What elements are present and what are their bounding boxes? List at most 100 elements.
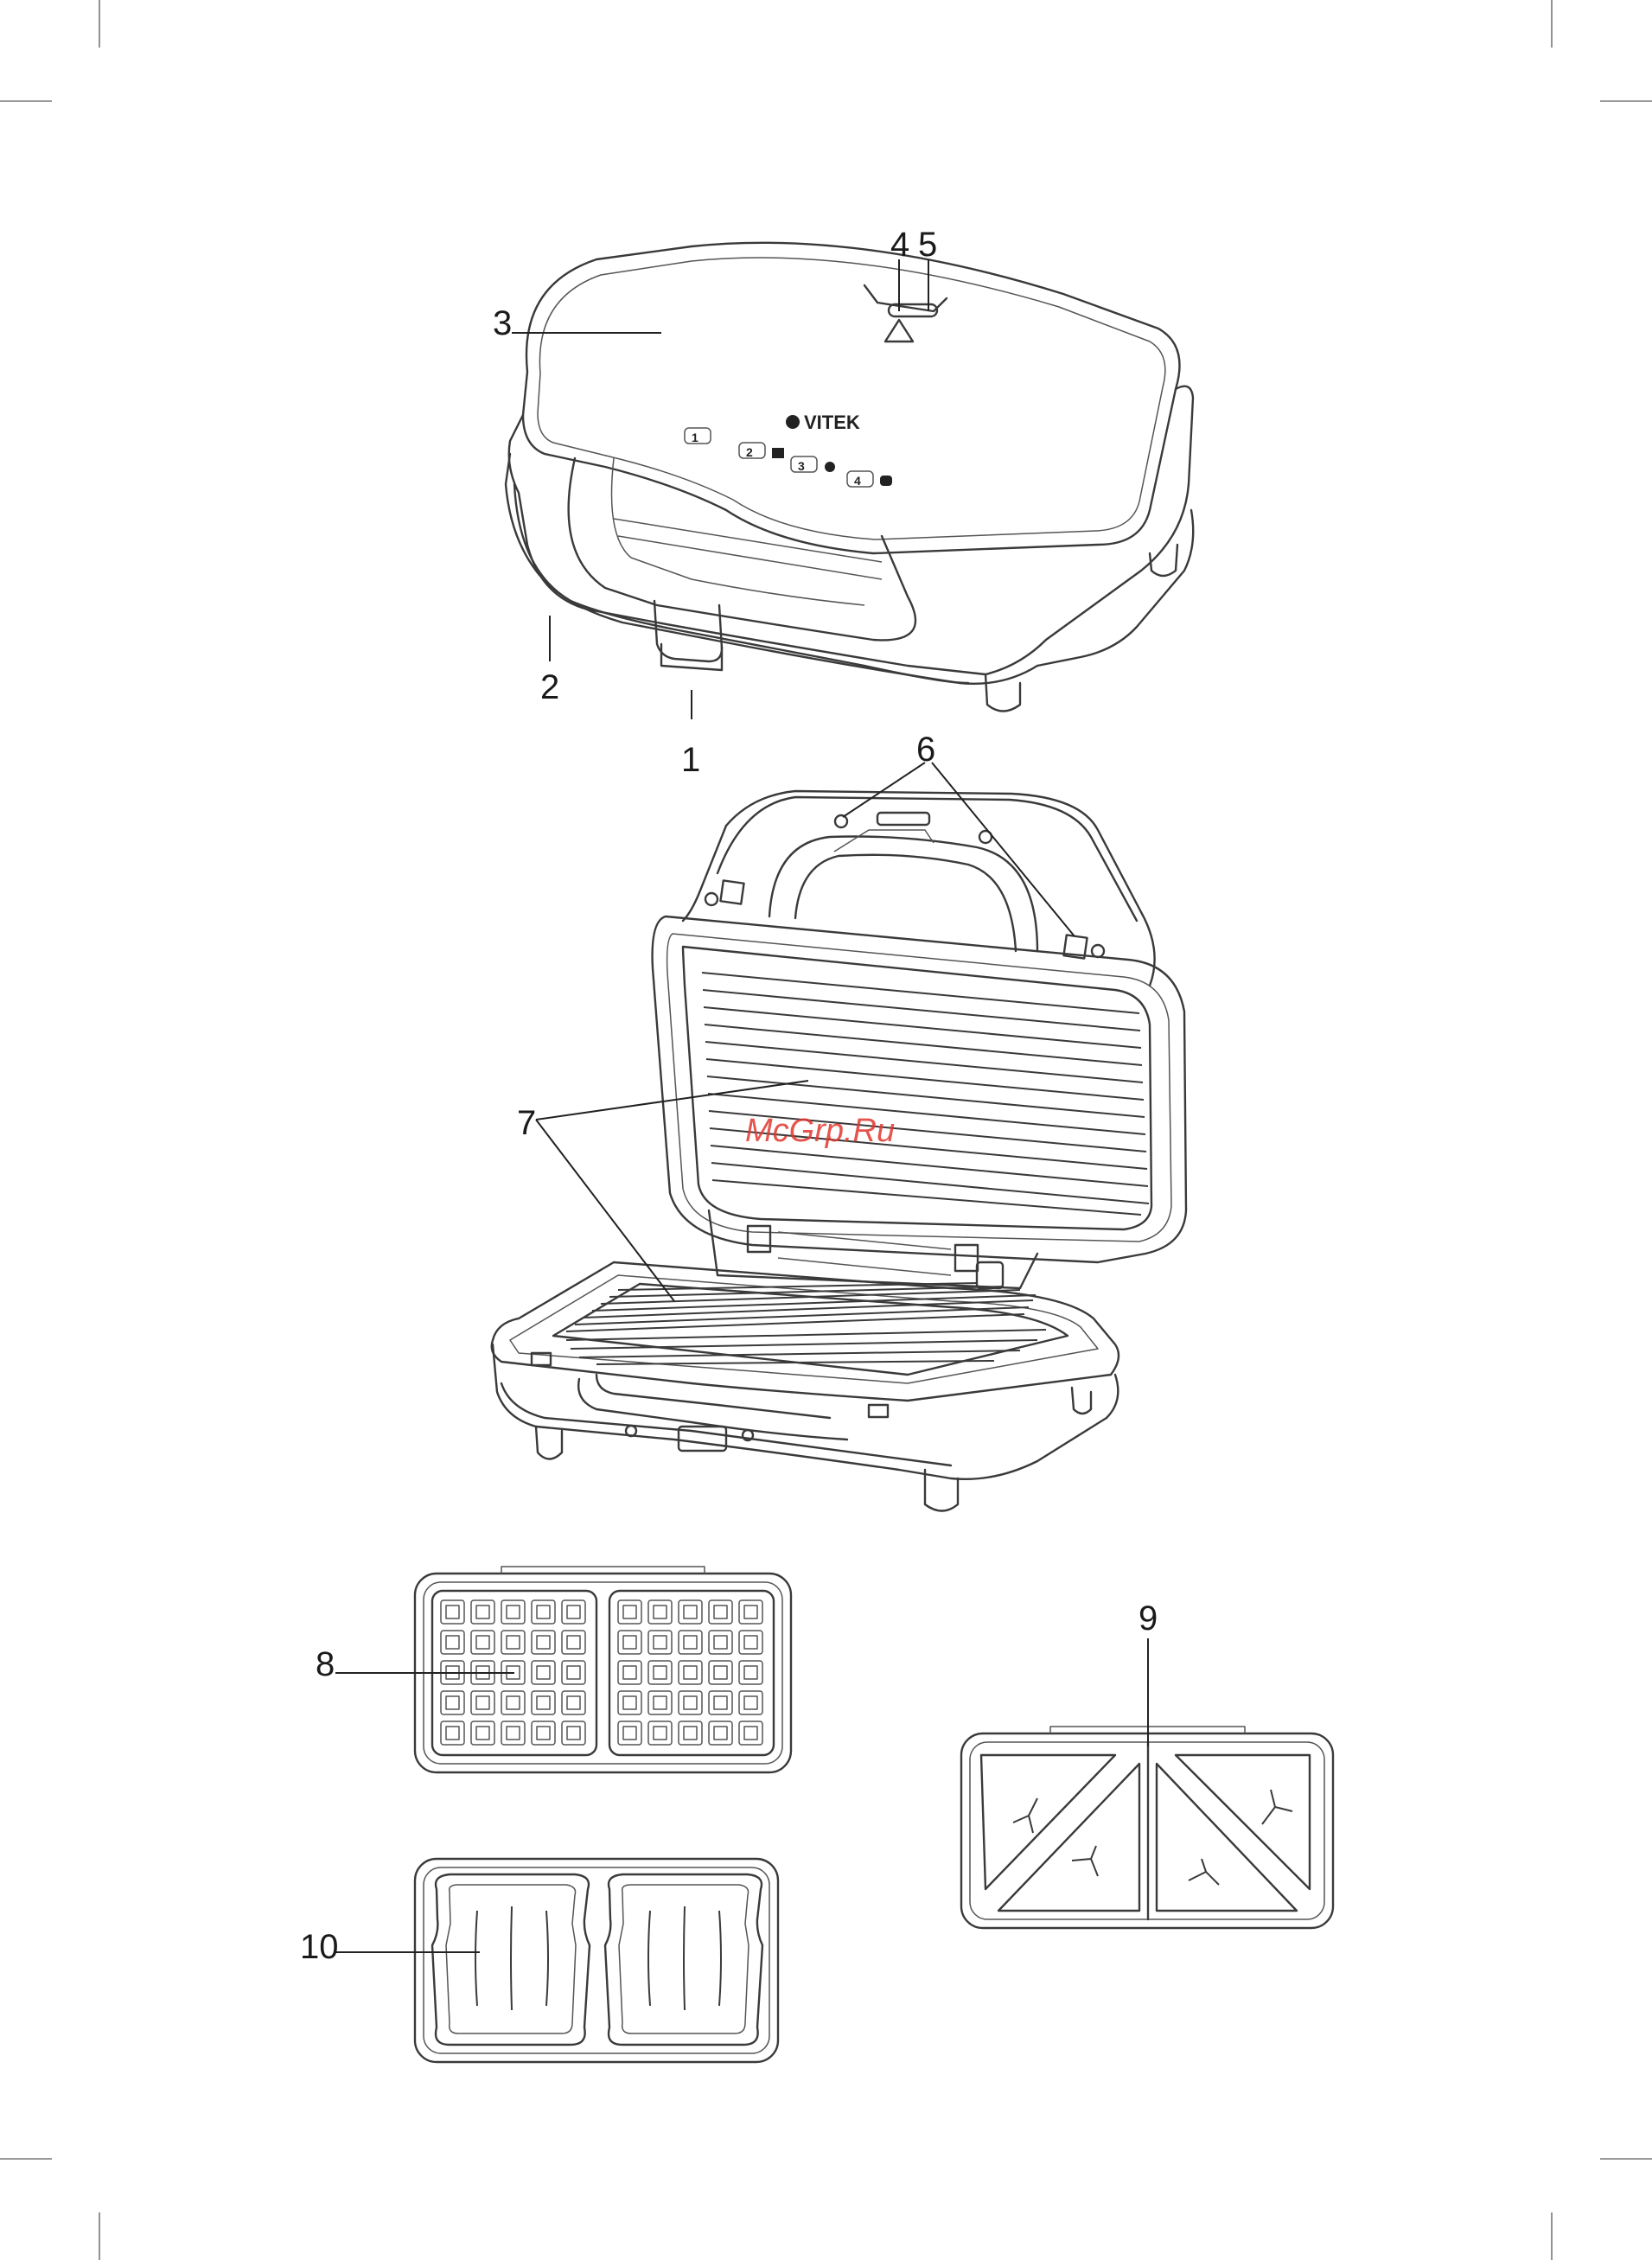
- waffle-grid-right: [618, 1600, 762, 1745]
- callout-7: 7: [517, 1104, 536, 1142]
- mode-indicators: 1 2 3 4: [685, 428, 892, 488]
- brand-logo-text: VITEK: [804, 412, 860, 433]
- upper-grill-ribs: [702, 973, 1149, 1215]
- waffle-cell-inner: [476, 1696, 489, 1709]
- waffle-cell: [532, 1721, 555, 1745]
- waffle-cell: [471, 1600, 494, 1624]
- waffle-cell: [471, 1721, 494, 1745]
- waffle-cell: [562, 1600, 585, 1624]
- waffle-cell-inner: [684, 1727, 697, 1740]
- waffle-cell: [441, 1721, 464, 1745]
- waffle-cell-inner: [623, 1606, 636, 1618]
- waffle-cell: [679, 1721, 702, 1745]
- waffle-cell-inner: [623, 1696, 636, 1709]
- waffle-cell-inner: [507, 1696, 520, 1709]
- waffle-cell: [709, 1631, 732, 1654]
- closed-appliance-drawing: VITEK 1 2 3 4: [506, 243, 1193, 712]
- waffle-cell: [501, 1600, 525, 1624]
- waffle-cell-inner: [507, 1606, 520, 1618]
- waffle-cell: [562, 1661, 585, 1684]
- waffle-cell-inner: [623, 1666, 636, 1679]
- open-appliance-drawing: [492, 791, 1186, 1511]
- waffle-cell-inner: [744, 1727, 757, 1740]
- waffle-cell: [679, 1600, 702, 1624]
- waffle-cell-inner: [654, 1666, 667, 1679]
- sandwich-plate-ribs: [475, 1906, 721, 2010]
- waffle-cell: [532, 1631, 555, 1654]
- waffle-cell-inner: [537, 1666, 550, 1679]
- indicator-label-1: 1: [692, 431, 698, 444]
- waffle-cell: [441, 1600, 464, 1624]
- indicator-label-2: 2: [746, 445, 753, 459]
- waffle-cell: [709, 1600, 732, 1624]
- waffle-cell-inner: [567, 1636, 580, 1649]
- waffle-cell: [532, 1691, 555, 1714]
- waffle-cell: [648, 1600, 672, 1624]
- waffle-cell: [679, 1661, 702, 1684]
- waffle-cell: [441, 1691, 464, 1714]
- watermark-text: McGrp.Ru: [745, 1113, 895, 1149]
- waffle-cell-inner: [507, 1727, 520, 1740]
- waffle-cell-inner: [537, 1606, 550, 1618]
- callout-1: 1: [681, 741, 700, 779]
- callout-4: 4: [890, 226, 909, 264]
- waffle-cell-inner: [714, 1636, 727, 1649]
- waffle-cell-inner: [567, 1696, 580, 1709]
- waffle-cell: [739, 1661, 762, 1684]
- waffle-cell: [501, 1631, 525, 1654]
- waffle-cell-inner: [714, 1727, 727, 1740]
- waffle-cell: [618, 1661, 641, 1684]
- callout-9: 9: [1139, 1599, 1158, 1638]
- triangle-plate-tripods: [1013, 1790, 1292, 1885]
- waffle-cell-inner: [476, 1636, 489, 1649]
- callout-8: 8: [316, 1645, 335, 1683]
- callout-6: 6: [916, 731, 935, 769]
- waffle-cell-inner: [623, 1636, 636, 1649]
- waffle-cell: [648, 1721, 672, 1745]
- waffle-cell-inner: [654, 1636, 667, 1649]
- waffle-cell: [709, 1691, 732, 1714]
- waffle-cell: [739, 1631, 762, 1654]
- waffle-cell: [739, 1691, 762, 1714]
- waffle-cell: [471, 1691, 494, 1714]
- lower-grill-ribs: [566, 1283, 1046, 1364]
- waffle-cell: [501, 1691, 525, 1714]
- waffle-cell-inner: [446, 1636, 459, 1649]
- waffle-cell-inner: [684, 1636, 697, 1649]
- waffle-cell-inner: [623, 1727, 636, 1740]
- waffle-cell: [648, 1631, 672, 1654]
- callout-3: 3: [493, 304, 512, 342]
- waffle-cell: [709, 1721, 732, 1745]
- waffle-cell-inner: [684, 1606, 697, 1618]
- waffle-cell-inner: [744, 1636, 757, 1649]
- waffle-cell: [739, 1721, 762, 1745]
- waffle-cell-inner: [744, 1666, 757, 1679]
- waffle-cell-inner: [537, 1696, 550, 1709]
- waffle-cell: [532, 1600, 555, 1624]
- waffle-cell-inner: [476, 1606, 489, 1618]
- waffle-cell-inner: [714, 1666, 727, 1679]
- waffle-cell-inner: [654, 1696, 667, 1709]
- waffle-cell: [648, 1691, 672, 1714]
- waffle-cell: [441, 1631, 464, 1654]
- waffle-cell-inner: [714, 1606, 727, 1618]
- waffle-cell-inner: [567, 1727, 580, 1740]
- waffle-cell-inner: [654, 1606, 667, 1618]
- callout-10: 10: [300, 1928, 339, 1966]
- waffle-cell-inner: [446, 1696, 459, 1709]
- waffle-cell-inner: [537, 1636, 550, 1649]
- waffle-cell: [501, 1721, 525, 1745]
- waffle-cell: [679, 1691, 702, 1714]
- waffle-cell: [562, 1691, 585, 1714]
- waffle-cell-inner: [654, 1727, 667, 1740]
- waffle-cell: [618, 1631, 641, 1654]
- callout-5: 5: [918, 226, 937, 264]
- waffle-cell-inner: [684, 1666, 697, 1679]
- waffle-cell: [618, 1691, 641, 1714]
- waffle-cell-inner: [537, 1727, 550, 1740]
- waffle-cell-inner: [744, 1606, 757, 1618]
- waffle-cell: [618, 1600, 641, 1624]
- indicator-label-4: 4: [854, 474, 861, 488]
- waffle-cell: [471, 1631, 494, 1654]
- waffle-cell-inner: [507, 1636, 520, 1649]
